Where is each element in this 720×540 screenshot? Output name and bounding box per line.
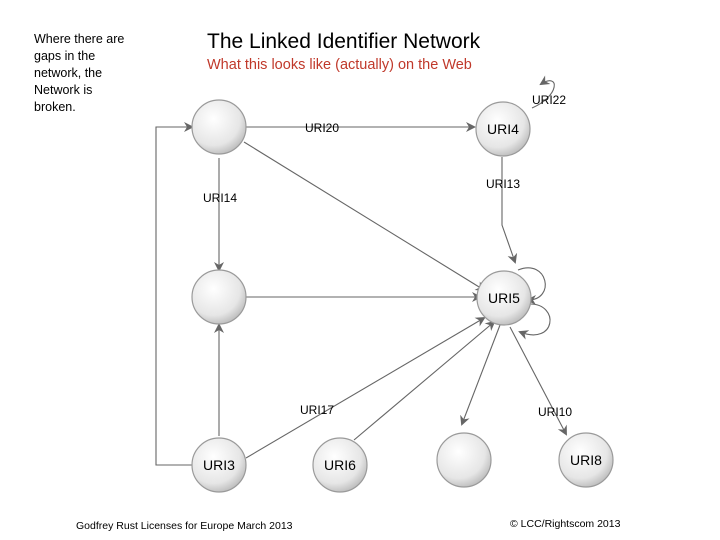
node-uri3: URI3 bbox=[191, 437, 247, 493]
footer-credit: Godfrey Rust Licenses for Europe March 2… bbox=[76, 520, 293, 532]
gap-note: Where there are gaps in the network, the… bbox=[34, 32, 128, 114]
node-uri4: URI4 bbox=[475, 101, 531, 157]
nodes: URI4 URI5 URI3 URI6 URI8 bbox=[191, 99, 614, 493]
edge-uri6-to-uri5 bbox=[353, 320, 496, 441]
gap-note-line-5: broken. bbox=[34, 100, 76, 114]
node-uri8: URI8 bbox=[558, 432, 614, 488]
edge-topleft-to-uri5 bbox=[243, 141, 486, 292]
edge-uri13 bbox=[501, 157, 518, 264]
node-uri6: URI6 bbox=[312, 437, 368, 493]
label-uri14: URI14 bbox=[203, 191, 237, 205]
edge-uri5-to-bottom bbox=[460, 324, 501, 426]
edge-labels: URI20 URI22 URI13 URI14 URI17 URI10 bbox=[203, 93, 572, 419]
node-bottom-mid bbox=[436, 432, 492, 488]
gap-note-line-1: Where there are bbox=[34, 32, 124, 46]
node-uri4-label: URI4 bbox=[487, 121, 519, 137]
node-uri5-label: URI5 bbox=[488, 290, 520, 306]
node-uri5: URI5 bbox=[476, 270, 532, 326]
label-uri20: URI20 bbox=[305, 121, 339, 135]
node-uri8-label: URI8 bbox=[570, 452, 602, 468]
label-uri17: URI17 bbox=[300, 403, 334, 417]
edge-uri17 bbox=[245, 316, 486, 459]
node-mid-left bbox=[191, 269, 247, 325]
label-uri22: URI22 bbox=[532, 93, 566, 107]
node-top-left bbox=[191, 99, 247, 155]
edge-uri5-loop-upper bbox=[517, 267, 546, 305]
label-uri10: URI10 bbox=[538, 405, 572, 419]
edge-uri3-to-topleft bbox=[155, 122, 194, 466]
gap-note-line-3: network, the bbox=[34, 66, 102, 80]
label-uri13: URI13 bbox=[486, 177, 520, 191]
edges bbox=[155, 75, 567, 466]
node-uri6-label: URI6 bbox=[324, 457, 356, 473]
page-subtitle: What this looks like (actually) on the W… bbox=[207, 57, 472, 73]
page-title: The Linked Identifier Network bbox=[207, 30, 481, 53]
gap-note-line-4: Network is bbox=[34, 83, 92, 97]
footer-copyright: © LCC/Rightscom 2013 bbox=[510, 518, 621, 530]
edge-uri10 bbox=[509, 326, 567, 436]
edge-uri22-loop bbox=[531, 75, 555, 109]
edge-uri5-loop-lower bbox=[518, 303, 551, 340]
gap-note-line-2: gaps in the bbox=[34, 49, 95, 63]
node-uri3-label: URI3 bbox=[203, 457, 235, 473]
